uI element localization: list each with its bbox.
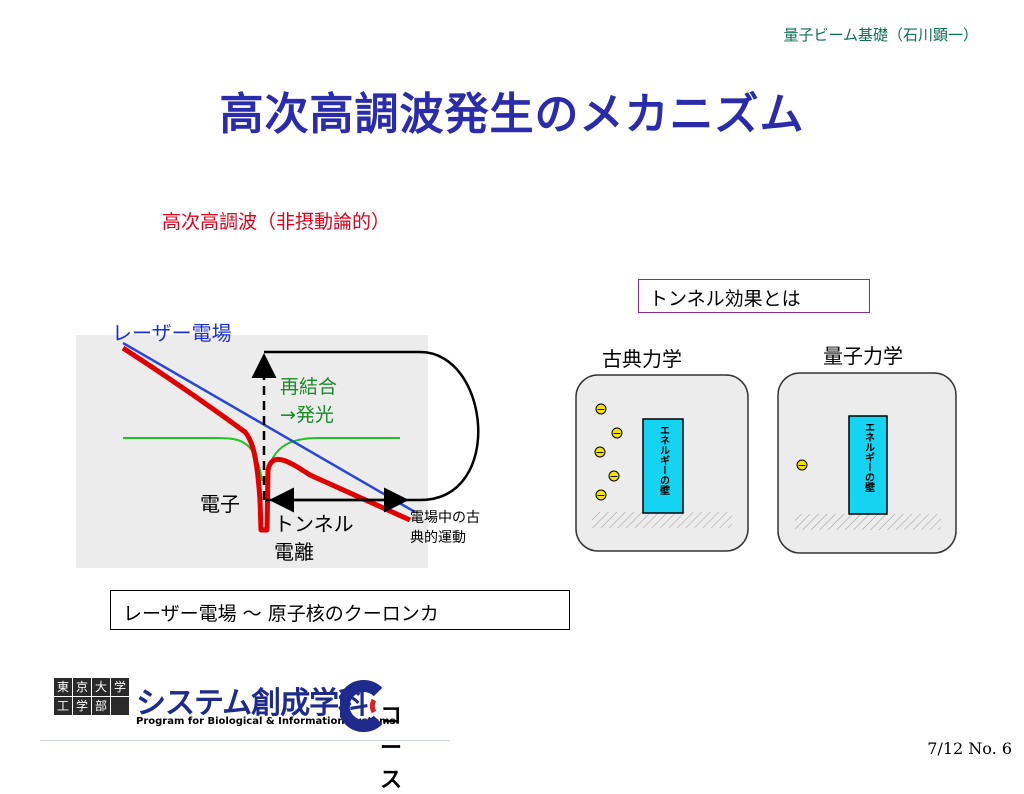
hhg-diagram: − − − − − − エネルギーの壁 エネルギーの壁	[76, 335, 957, 568]
quantum-particle	[796, 459, 808, 471]
electron-label: 電子	[200, 492, 240, 516]
tunnel-ionization-label: トンネル 電離	[274, 512, 354, 564]
classical-mechanics-label: 古典力学	[602, 347, 682, 371]
logo-course-label: コース	[380, 704, 403, 793]
university-blocks: 東 京 大 学 工 学 部	[54, 678, 129, 715]
recollision-path	[264, 350, 480, 513]
classical-particles	[594, 403, 623, 501]
logo-divider	[40, 740, 450, 741]
quantum-energy-wall	[848, 415, 888, 515]
classical-wall-label: エネルギーの壁	[658, 425, 670, 495]
particle-symbol: −	[596, 489, 605, 502]
quantum-mechanics-label: 量子力学	[823, 344, 903, 368]
particle-symbol: −	[797, 459, 806, 472]
particle-symbol: −	[612, 427, 621, 440]
laser-field-line	[122, 341, 416, 514]
classical-floor	[592, 512, 732, 528]
quantum-wall-label: エネルギーの壁	[863, 422, 875, 492]
logo-department-name: システム創成学科	[136, 686, 368, 721]
laser-field-label: レーザー電場	[112, 321, 232, 345]
tunnel-effect-link[interactable]: トンネル効果とは	[638, 279, 870, 313]
particle	[595, 403, 607, 415]
slide-title: 高次高調波発生のメカニズム	[219, 89, 805, 140]
particle-symbol: −	[595, 446, 604, 459]
effective-potential-curve	[121, 345, 412, 533]
field-comparison-box: レーザー電場 ～ 原子核のクーロンカ	[110, 590, 570, 630]
course-header: 量子ビーム基礎（石川顕一）	[783, 26, 978, 44]
particle	[611, 427, 623, 439]
particle-symbol: −	[596, 403, 605, 416]
recombination-label: 再結合 →発光	[280, 376, 338, 426]
particle-symbol: −	[609, 470, 618, 483]
classical-energy-wall	[642, 418, 684, 514]
logo-c-icon	[340, 680, 383, 732]
classical-motion-label: 電場中の古 典的運動	[410, 510, 480, 546]
hhg-subtitle: 高次高調波（非摂動論的）	[162, 211, 391, 233]
logo-program-name: Program for Biological & Information Sys…	[136, 716, 396, 727]
page-number: 7/12 No. 6	[927, 739, 1012, 758]
particle	[594, 446, 606, 458]
quantum-floor	[795, 514, 941, 530]
particle	[608, 470, 620, 482]
particle	[595, 489, 607, 501]
